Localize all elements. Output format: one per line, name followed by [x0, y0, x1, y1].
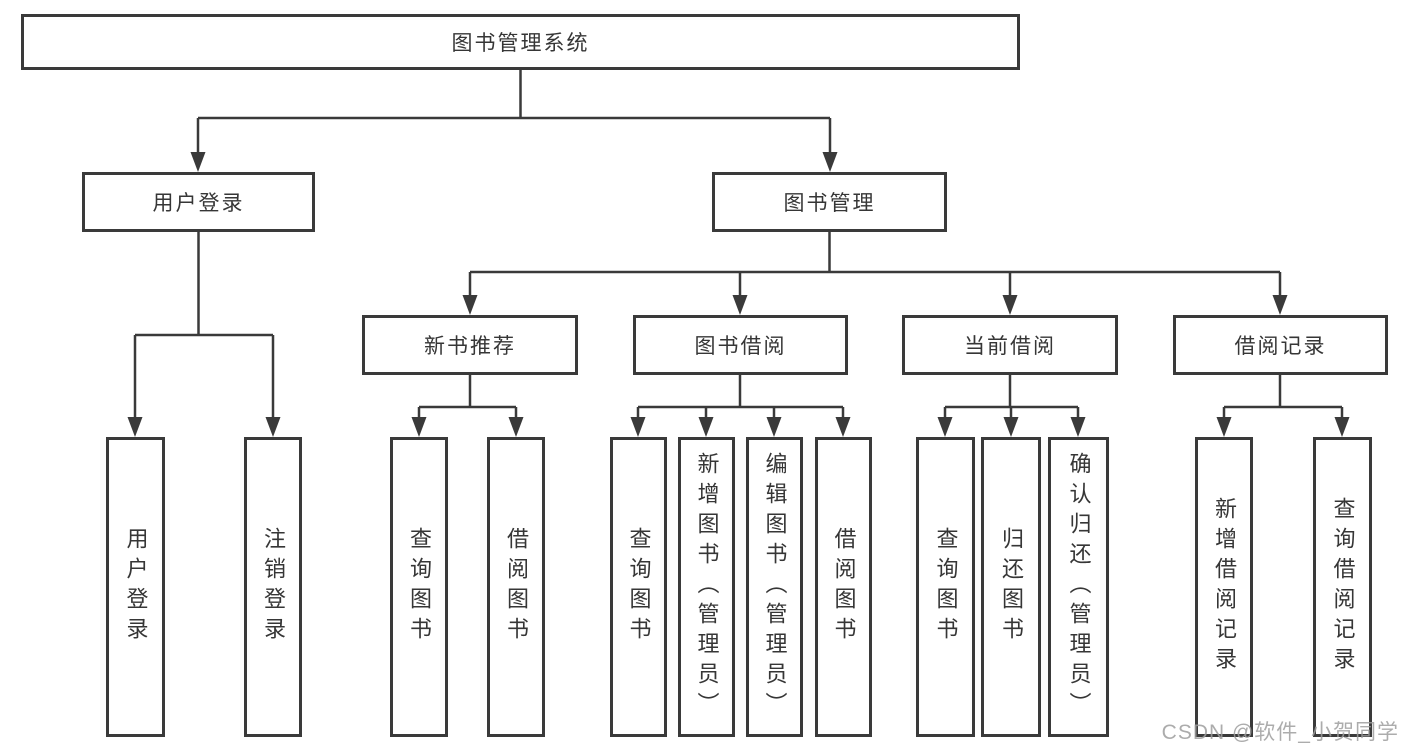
node-book-borrow: 图书借阅 [633, 315, 848, 375]
leaf-nbr-query-books-label: 查询图书 [407, 527, 432, 647]
leaf-nbr-borrow-books-label: 借阅图书 [504, 527, 529, 647]
node-borrow-records-label: 借阅记录 [1234, 335, 1327, 358]
leaf-logout: 注销登录 [244, 437, 302, 737]
node-user-login-label: 用户登录 [152, 192, 245, 215]
leaf-user-login: 用户登录 [106, 437, 165, 737]
leaf-cb-confirm-return-admin-label: 确认归还（管理员） [1066, 452, 1092, 722]
arrowheads [127, 152, 1350, 437]
node-library-system: 图书管理系统 [21, 14, 1020, 70]
leaf-bb-query-books: 查询图书 [610, 437, 667, 737]
node-new-book-recommend: 新书推荐 [362, 315, 578, 375]
csdn-watermark: CSDN @软件_小贺同学 [1161, 721, 1399, 744]
leaf-user-login-label: 用户登录 [123, 527, 149, 647]
leaf-br-add-record: 新增借阅记录 [1195, 437, 1253, 737]
leaf-bb-borrow-books: 借阅图书 [815, 437, 872, 737]
node-new-book-recommend-label: 新书推荐 [424, 335, 516, 358]
leaf-cb-confirm-return-admin: 确认归还（管理员） [1048, 437, 1109, 737]
leaf-nbr-borrow-books: 借阅图书 [487, 437, 545, 737]
leaf-cb-query-books: 查询图书 [916, 437, 975, 737]
node-borrow-records: 借阅记录 [1173, 315, 1388, 375]
leaf-bb-borrow-books-label: 借阅图书 [831, 527, 857, 647]
node-book-borrow-label: 图书借阅 [694, 335, 787, 358]
leaf-cb-return-books-label: 归还图书 [999, 527, 1024, 647]
leaf-bb-query-books-label: 查询图书 [626, 527, 652, 647]
leaf-br-add-record-label: 新增借阅记录 [1212, 497, 1237, 677]
leaf-cb-return-books: 归还图书 [981, 437, 1041, 737]
node-current-borrow-label: 当前借阅 [964, 335, 1056, 358]
node-current-borrow: 当前借阅 [902, 315, 1118, 375]
node-book-management: 图书管理 [712, 172, 947, 232]
leaf-bb-edit-books-admin: 编辑图书（管理员） [746, 437, 803, 737]
leaf-br-query-record: 查询借阅记录 [1313, 437, 1372, 737]
leaf-logout-label: 注销登录 [261, 527, 286, 647]
leaf-bb-add-books-admin: 新增图书（管理员） [678, 437, 735, 737]
node-user-login: 用户登录 [82, 172, 315, 232]
leaf-bb-edit-books-admin-label: 编辑图书（管理员） [762, 452, 788, 722]
node-library-system-label: 图书管理系统 [451, 32, 590, 55]
node-book-management-label: 图书管理 [783, 192, 876, 215]
leaf-br-query-record-label: 查询借阅记录 [1330, 497, 1356, 677]
leaf-nbr-query-books: 查询图书 [390, 437, 448, 737]
connector-lines [133, 70, 1344, 419]
leaf-cb-query-books-label: 查询图书 [933, 527, 959, 647]
leaf-bb-add-books-admin-label: 新增图书（管理员） [694, 452, 720, 722]
